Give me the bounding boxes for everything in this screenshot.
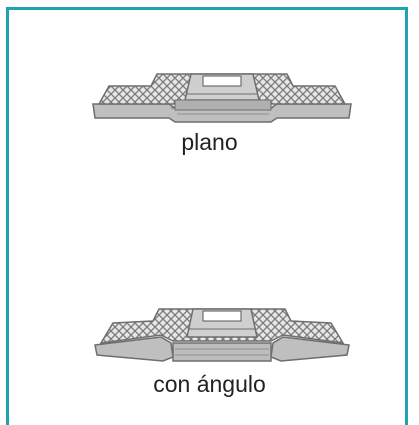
angled-disc-illustration xyxy=(94,308,350,362)
flat-disc-label: plano xyxy=(181,129,238,155)
angled-disc-label: con ángulo xyxy=(153,371,266,397)
flat-disc-illustration xyxy=(92,73,352,123)
